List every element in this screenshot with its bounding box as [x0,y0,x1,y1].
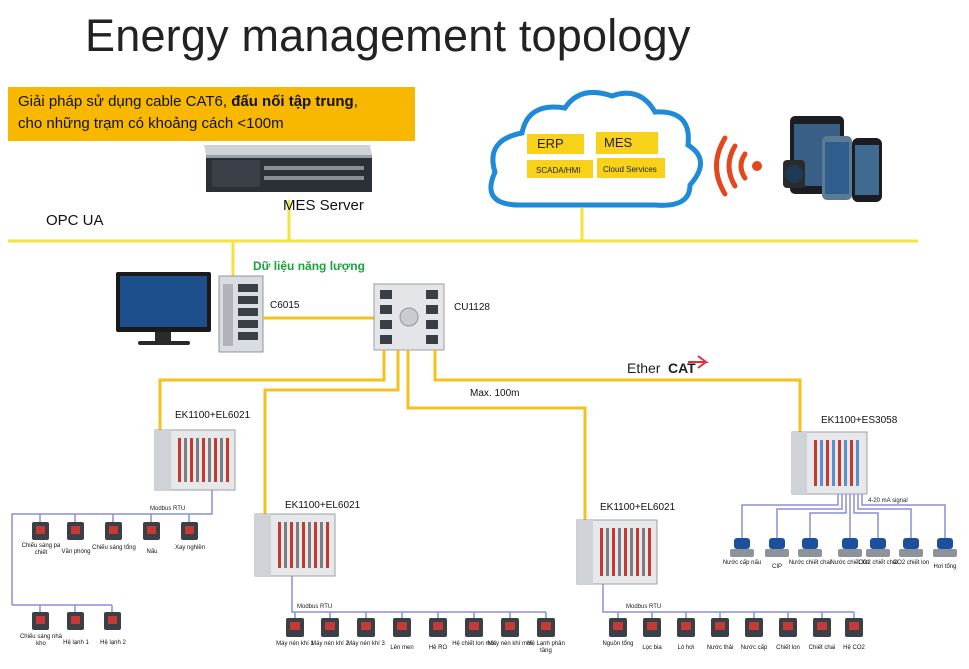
meter-screen [36,526,194,534]
c6015-label: C6015 [270,300,300,311]
scada-box [527,160,593,178]
mes-box [596,132,658,154]
cloud-services-label: Cloud Services [603,165,657,174]
station-2-label: EK1100+EL6021 [285,500,361,511]
meter-screen [613,622,859,630]
mes-cloud-label: MES [604,135,633,150]
meter-label: Nước thải [706,645,734,651]
meter-label: Lên men [390,645,414,651]
opc-ua-label: OPC UA [46,212,104,229]
modbus-wiring-station-1 [11,490,213,612]
meter-label: Chiếu sáng pa chiết [21,543,61,556]
meter-label: Văn phòng [61,549,91,555]
ethercat-logo-ether: Ether [627,360,661,376]
station-3-terminal-icon [576,519,658,585]
sensor-label: Nước cấp nấu [722,560,762,566]
ethercat-logo-cat: CAT [668,360,696,376]
meter-label: Hệ RO [428,645,448,651]
max-distance-label: Max. 100m [470,388,520,399]
modbus-wiring-station-3 [602,584,855,618]
meter-label: Nguồn tổng [602,641,634,647]
banner-line2: cho những trạm có khoảng cách <100m [18,115,284,132]
meter-label: Hệ lạnh 1 [63,640,89,646]
meter-label: Máy nén khí 3 [347,641,385,647]
modbus-wiring-station-2 [291,576,547,618]
meter-label: Hệ CO2 [843,645,865,651]
meter-label: Máy nén khí 2 [311,641,349,647]
meter-label: Lọc bia [642,645,662,651]
banner-line1-pre: Giải pháp sử dụng cable CAT6, [18,93,232,110]
meter-label: Hệ chiết lon mới [452,641,496,647]
meter-label: Nấu [146,549,158,555]
meter-label: Chiếu sáng nhà kho [19,634,63,647]
sensor-label: Hơi tổng [933,564,957,570]
station-1-terminal-icon [154,429,236,491]
cloud-services-box [597,158,665,178]
station-2-terminal-icon [254,513,336,577]
sensor-label: Nước chiết chai [788,560,832,566]
meter-label: Lò hơi [677,645,695,651]
meter-label: Máy nén khí mới [487,641,533,647]
meter-label: Máy nén khí 1 [276,641,314,647]
erp-box [527,134,584,154]
modbus-label-station-3: Modbus RTU [626,604,661,610]
meter-label: Chiết chai [808,645,836,651]
meter-label: Hệ lạnh 2 [100,640,126,646]
solution-banner: Giải pháp sử dụng cable CAT6, đấu nối tậ… [8,87,415,141]
meter-label: Chiết lon [776,645,800,651]
flow-sensor-icon [730,538,957,557]
mes-server-label: MES Server [283,197,364,214]
banner-line1-post: , [353,93,358,110]
c6015-ipc-icon [218,275,264,353]
station-4-terminal-icon [791,431,868,495]
station-4-label: EK1100+ES3058 [821,415,898,426]
signal-wiring-station-4 [741,494,946,538]
sensor-label: CO2 chiết chai [858,560,898,566]
meter-label: Hệ Lạnh phân tầng [527,641,565,654]
erp-label: ERP [537,136,564,151]
station-3-label: EK1100+EL6021 [600,502,676,513]
mobile-devices-icon [783,116,882,202]
page-title: Energy management topology [85,10,691,61]
meter-label: Chiếu sáng tổng [92,545,136,551]
mes-server-icon [204,145,372,192]
signal-label: 4-20 mA signal [868,498,908,504]
energy-data-label: Dữ liệu năng lượng [253,259,365,273]
meter-screen [36,616,117,624]
sensor-label: Nước chiết lon [830,560,870,566]
sensor-label: CIP [771,564,782,570]
modbus-label-station-2: Modbus RTU [297,604,332,610]
sensor-label: CO2 chiết lon [892,560,930,566]
meter-screen [290,622,551,630]
cloud-icon [488,90,703,208]
monitor-icon [116,272,211,345]
cu1128-switch-icon [373,283,445,351]
modbus-label-station-1: Modbus RTU [150,506,185,512]
station-1-label: EK1100+EL6021 [175,410,251,421]
ethercat-cables [158,350,802,525]
cu1128-label: CU1128 [454,302,490,313]
meter-label: Nước cấp [740,645,768,651]
scada-label: SCADA/HMI [536,166,580,175]
banner-line1-bold: đấu nối tập trung [231,93,354,110]
meter-label: Xay nghiền [174,545,206,551]
wireless-icon [714,135,762,197]
ethercat-arrow-icon [688,355,709,369]
